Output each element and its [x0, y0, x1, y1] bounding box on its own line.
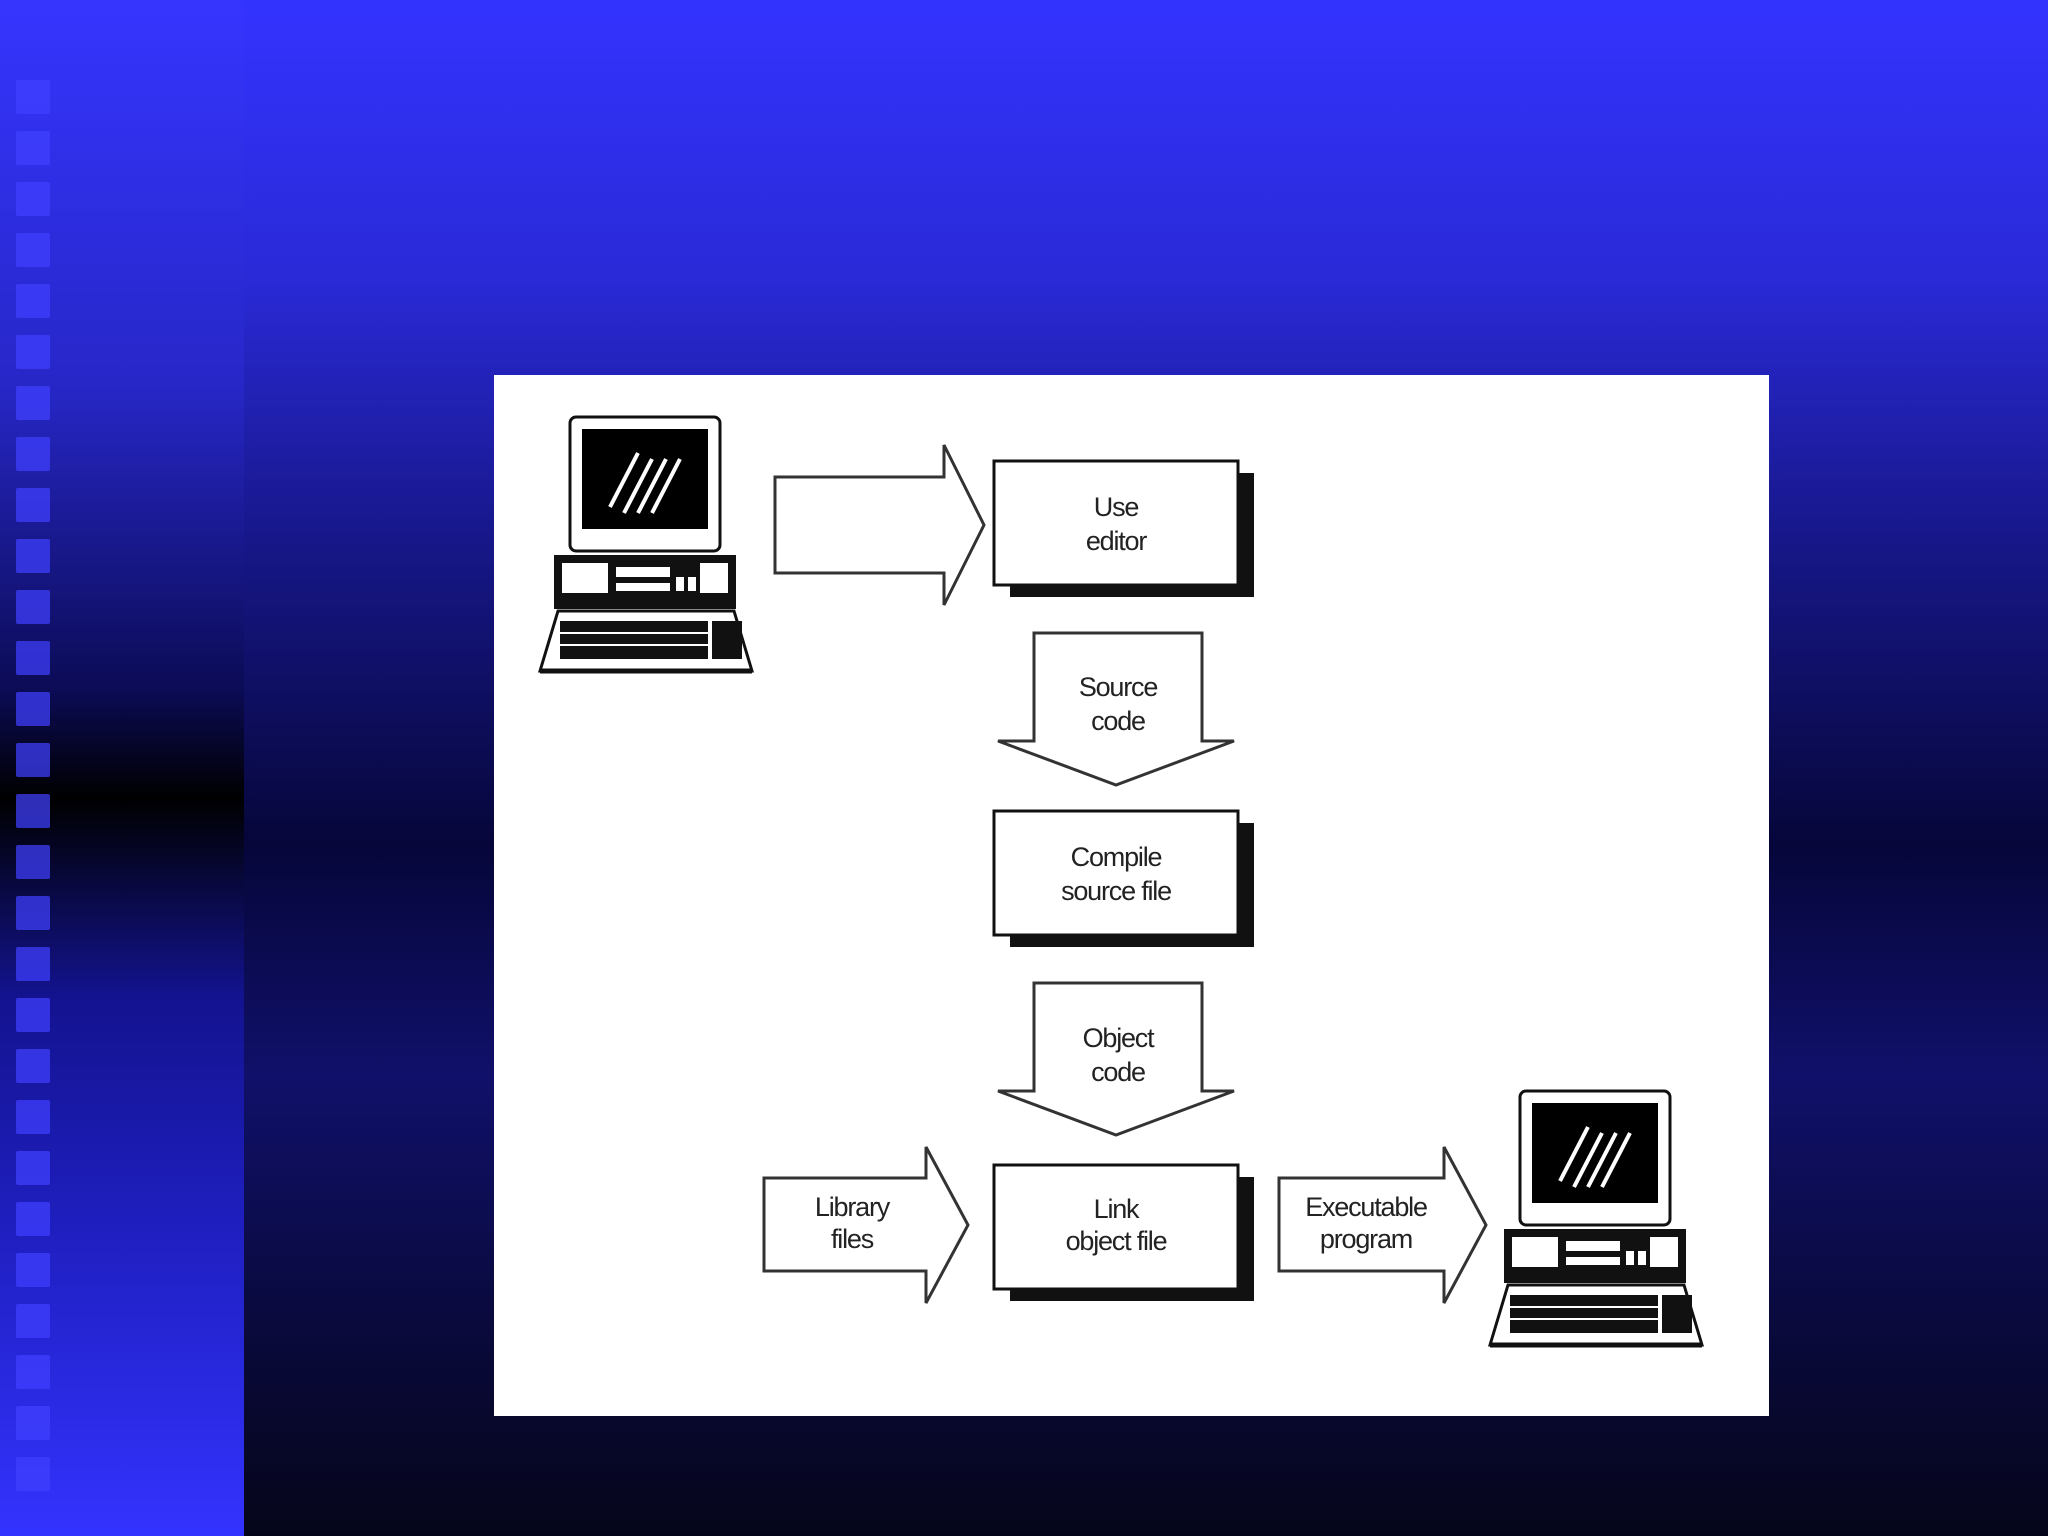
- use-editor-label-line2: editor: [1086, 526, 1148, 556]
- source-code-label-line1: Source: [1079, 672, 1158, 702]
- pattern-square: [16, 386, 50, 420]
- library-files-label-line1: Library: [815, 1192, 891, 1222]
- pattern-square: [16, 1355, 50, 1389]
- pattern-square: [16, 998, 50, 1032]
- computer-icon: [1490, 1091, 1702, 1345]
- pattern-square: [16, 743, 50, 777]
- diagram-panel: Use editor Source code Compile source fi…: [494, 375, 1769, 1416]
- pattern-square: [16, 1100, 50, 1134]
- pattern-square: [16, 947, 50, 981]
- pattern-square: [16, 233, 50, 267]
- pattern-square: [16, 1406, 50, 1440]
- pattern-square: [16, 794, 50, 828]
- pattern-square: [16, 284, 50, 318]
- use-editor-box: [994, 461, 1238, 585]
- pattern-square: [16, 1253, 50, 1287]
- right-arrow: [775, 445, 984, 605]
- pattern-square: [16, 1202, 50, 1236]
- pattern-square: [16, 131, 50, 165]
- computer-icon: [540, 417, 752, 671]
- pattern-square: [16, 590, 50, 624]
- object-code-label-line1: Object: [1083, 1023, 1156, 1053]
- compile-label-line1: Compile: [1071, 842, 1162, 872]
- pattern-square: [16, 80, 50, 114]
- pattern-square: [16, 182, 50, 216]
- source-code-label-line2: code: [1091, 706, 1145, 736]
- pattern-square: [16, 641, 50, 675]
- compile-label-line2: source file: [1061, 876, 1171, 906]
- pattern-square: [16, 437, 50, 471]
- pattern-square: [16, 1304, 50, 1338]
- pattern-square: [16, 488, 50, 522]
- pattern-square: [16, 1457, 50, 1491]
- pattern-square: [16, 845, 50, 879]
- compile-source-box: [994, 811, 1238, 935]
- library-files-label-line2: files: [831, 1224, 874, 1254]
- pattern-square: [16, 539, 50, 573]
- left-decorative-band: [0, 0, 244, 1536]
- object-code-label-line2: code: [1091, 1057, 1145, 1087]
- pattern-square: [16, 1049, 50, 1083]
- link-label-line1: Link: [1094, 1194, 1140, 1224]
- use-editor-label-line1: Use: [1094, 492, 1139, 522]
- pattern-square: [16, 335, 50, 369]
- executable-label-line2: program: [1320, 1224, 1412, 1254]
- link-label-line2: object file: [1066, 1226, 1167, 1256]
- pattern-square: [16, 692, 50, 726]
- pattern-square: [16, 1151, 50, 1185]
- square-pattern: [16, 80, 52, 1500]
- executable-label-line1: Executable: [1305, 1192, 1427, 1222]
- pattern-square: [16, 896, 50, 930]
